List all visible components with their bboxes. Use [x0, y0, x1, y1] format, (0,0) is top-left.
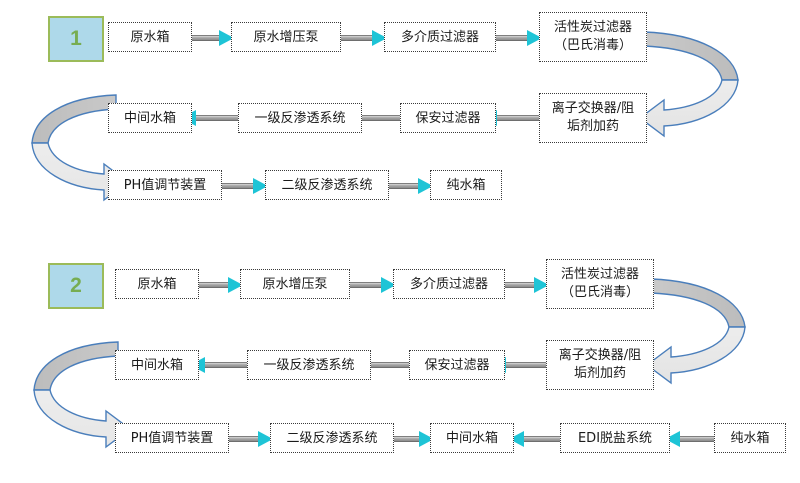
- arrow-shaft: [496, 115, 542, 121]
- connector-arrow-right: [336, 277, 396, 293]
- node-ion-exchanger-antiscalant[interactable]: 离子交换器/阻 垢剂加药: [539, 93, 647, 143]
- node-edi-desalination-system[interactable]: EDI脱盐系统: [560, 423, 670, 453]
- arrow-head-right: [527, 30, 542, 46]
- arrow-shaft: [523, 436, 565, 442]
- arrow-head-right: [219, 30, 234, 46]
- connector-uturn-right: [645, 278, 797, 389]
- connector-arrow-right: [482, 30, 542, 46]
- arrow-shaft: [327, 35, 373, 41]
- connector-arrow-left: [665, 431, 719, 447]
- arrow-head-right: [534, 277, 549, 293]
- node-pure-water-tank[interactable]: 纯水箱: [714, 423, 786, 453]
- arrow-shaft: [178, 35, 220, 41]
- node-intermediate-water-tank[interactable]: 中间水箱: [430, 423, 514, 453]
- node-activated-carbon-filter[interactable]: 活性炭过滤器 （巴氏消毒）: [539, 12, 647, 62]
- arrow-shaft: [208, 183, 254, 189]
- node-ion-exchanger-antiscalant[interactable]: 离子交换器/阻 垢剂加药: [546, 340, 654, 390]
- connector-arrow-right: [375, 178, 433, 194]
- arrow-shaft: [358, 115, 404, 121]
- node-multimedia-filter[interactable]: 多介质过滤器: [393, 269, 505, 299]
- arrow-shaft: [482, 35, 528, 41]
- arrow-shaft: [505, 362, 549, 368]
- arrow-head-right: [253, 178, 268, 194]
- arrow-head-right: [258, 431, 273, 447]
- connector-arrow-right: [327, 30, 387, 46]
- arrow-shaft: [185, 282, 229, 288]
- connector-arrow-right: [491, 277, 549, 293]
- node-intermediate-water-tank[interactable]: 中间水箱: [108, 103, 192, 133]
- arrow-shaft: [367, 362, 413, 368]
- arrow-shaft: [679, 436, 719, 442]
- node-security-filter[interactable]: 保安过滤器: [409, 350, 505, 380]
- node-second-stage-ro-system[interactable]: 二级反渗透系统: [270, 423, 394, 453]
- arrow-shaft: [336, 282, 382, 288]
- node-second-stage-ro-system[interactable]: 二级反渗透系统: [265, 170, 389, 200]
- flow-badge-2: 2: [48, 263, 104, 309]
- flow-badge-1: 1: [48, 16, 104, 62]
- connector-arrow-right: [185, 277, 243, 293]
- arrow-head-right: [372, 30, 387, 46]
- node-security-filter[interactable]: 保安过滤器: [400, 103, 496, 133]
- connector-arrow-left: [509, 431, 565, 447]
- arrow-shaft: [380, 436, 420, 442]
- node-first-stage-ro-system[interactable]: 一级反渗透系统: [238, 103, 362, 133]
- connector-arrow-left: [190, 357, 250, 373]
- arrow-shaft: [491, 282, 535, 288]
- connector-arrow-right: [208, 178, 268, 194]
- node-multimedia-filter[interactable]: 多介质过滤器: [384, 22, 496, 52]
- arrow-shaft: [195, 115, 241, 121]
- node-first-stage-ro-system[interactable]: 一级反渗透系统: [247, 350, 371, 380]
- node-raw-water-booster-pump[interactable]: 原水增压泵: [240, 269, 350, 299]
- connector-uturn-right: [638, 31, 790, 142]
- arrow-shaft: [375, 183, 419, 189]
- node-ph-adjust-device[interactable]: PH值调节装置: [108, 170, 222, 200]
- node-raw-water-booster-pump[interactable]: 原水增压泵: [231, 22, 341, 52]
- connector-arrow-right: [215, 431, 273, 447]
- arrow-shaft: [204, 362, 250, 368]
- arrow-head-right: [381, 277, 396, 293]
- node-raw-water-tank[interactable]: 原水箱: [108, 22, 192, 52]
- node-activated-carbon-filter[interactable]: 活性炭过滤器 （巴氏消毒）: [546, 259, 654, 309]
- connector-uturn-left: [30, 94, 170, 205]
- node-ph-adjust-device[interactable]: PH值调节装置: [115, 423, 229, 453]
- arrow-shaft: [215, 436, 259, 442]
- arrow-head-right: [418, 178, 433, 194]
- connector-arrow-right: [178, 30, 234, 46]
- node-pure-water-tank[interactable]: 纯水箱: [430, 170, 502, 200]
- arrow-head-right: [228, 277, 243, 293]
- node-intermediate-water-tank[interactable]: 中间水箱: [115, 350, 199, 380]
- node-raw-water-tank[interactable]: 原水箱: [115, 269, 199, 299]
